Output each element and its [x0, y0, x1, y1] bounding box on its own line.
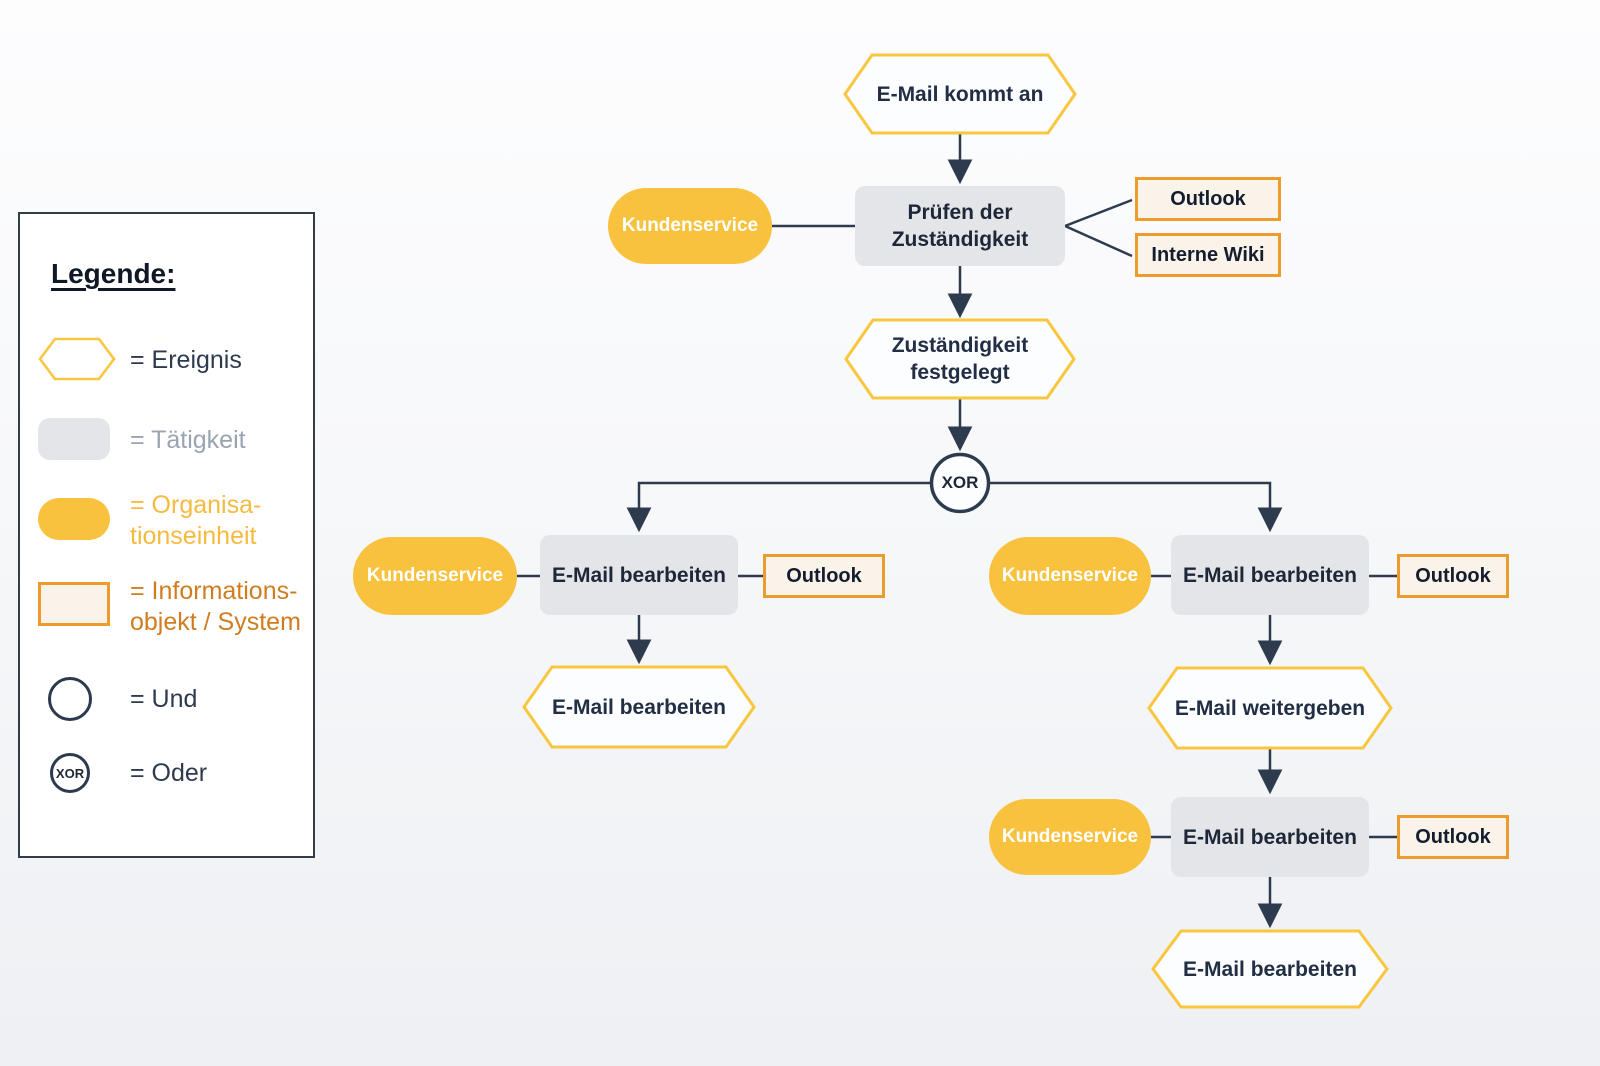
task-check-responsibility: Prüfen der Zuständigkeit [855, 186, 1065, 266]
info-system-outlook-check: Outlook [1135, 177, 1281, 221]
start-event: E-Mail kommt an [876, 82, 1044, 106]
legend-event-hexagon-icon [38, 337, 116, 381]
org-unit-kundenservice-left: Kundenservice [353, 537, 517, 615]
connector-xor-to-left-task [626, 481, 931, 533]
connector-xor-to-right-task [989, 481, 1283, 533]
org-unit-kundenservice-right2: Kundenservice [989, 799, 1151, 875]
legend-info-object-icon [38, 582, 110, 626]
legend-or-label: = Oder [130, 759, 208, 787]
legend-and-label: = Und [130, 685, 198, 713]
info-system-outlook-left: Outlook [763, 554, 885, 598]
legend-panel: Legende: = Ereignis = Tätigkeit = Organi… [18, 212, 315, 858]
legend-task-icon [38, 418, 110, 460]
task-process-email-right2: E-Mail bearbeiten [1171, 797, 1369, 877]
connector-check-to-wiki [1064, 224, 1133, 258]
assigned-event-hexagon-shape [844, 318, 1076, 400]
legend-org-unit-icon [38, 498, 110, 540]
info-system-interne-wiki: Interne Wiki [1135, 233, 1281, 277]
legend-task-label: = Tätigkeit [130, 426, 246, 454]
legend-event-label: = Ereignis [130, 346, 242, 374]
xor-connector-circle [929, 452, 991, 514]
legend-title: Legende: [51, 258, 176, 289]
legend-and-circle-icon [48, 677, 92, 721]
xor-connector-label: XOR [941, 473, 979, 492]
right-final-event: E-Mail bearbeiten [1183, 957, 1357, 981]
info-system-outlook-right2: Outlook [1397, 815, 1509, 859]
legend-info-object-label: = Informations- objekt / System [130, 577, 301, 636]
start-event-hexagon-shape [843, 53, 1077, 135]
legend-org-unit-label: = Organisa- tionseinheit [130, 491, 262, 550]
info-system-outlook-right: Outlook [1397, 554, 1509, 598]
connectors [517, 133, 1397, 929]
forward-event-hexagon-shape [1147, 666, 1393, 750]
final-event-hexagon-shape [1151, 929, 1389, 1009]
org-unit-kundenservice-check: Kundenservice [608, 188, 772, 264]
legend-xor-symbol: XOR [55, 765, 85, 781]
task-process-email-right: E-Mail bearbeiten [1171, 535, 1369, 615]
event-hexagons [522, 53, 1393, 1009]
legend-xor-circle-icon: XOR [50, 753, 90, 793]
connector-check-to-outlook [1064, 198, 1133, 228]
left-final-event: E-Mail bearbeiten [552, 695, 726, 719]
assigned-event: Zuständigkeit festgelegt [891, 334, 1029, 384]
task-process-email-left: E-Mail bearbeiten [540, 535, 738, 615]
left-event-hexagon-shape [522, 665, 756, 749]
org-unit-kundenservice-right: Kundenservice [989, 537, 1151, 615]
forward-event: E-Mail weitergeben [1174, 696, 1366, 720]
